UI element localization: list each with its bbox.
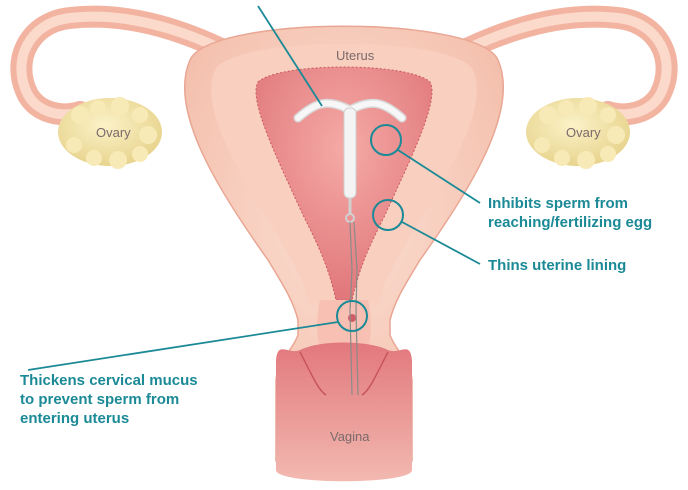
vagina: [276, 343, 412, 482]
cervix-dot: [348, 314, 356, 322]
mucus-callout-line-3: entering uterus: [20, 410, 129, 427]
uterus-label: Uterus: [336, 48, 375, 63]
mucus-callout: Thickens cervical mucus to prevent sperm…: [20, 372, 202, 427]
ovary-right-label: Ovary: [566, 125, 601, 140]
mucus-callout-line-2: to prevent sperm from: [20, 391, 179, 408]
sperm-callout-line-2: reaching/fertilizing egg: [488, 214, 652, 231]
sperm-callout-line-1: Inhibits sperm from: [488, 195, 628, 212]
vagina-label: Vagina: [330, 429, 370, 444]
ovary-left-label: Ovary: [96, 125, 131, 140]
sperm-callout: Inhibits sperm from reaching/fertilizing…: [488, 195, 652, 231]
mucus-callout-line-1: Thickens cervical mucus: [20, 372, 198, 389]
lining-callout: Thins uterine lining: [488, 257, 626, 274]
